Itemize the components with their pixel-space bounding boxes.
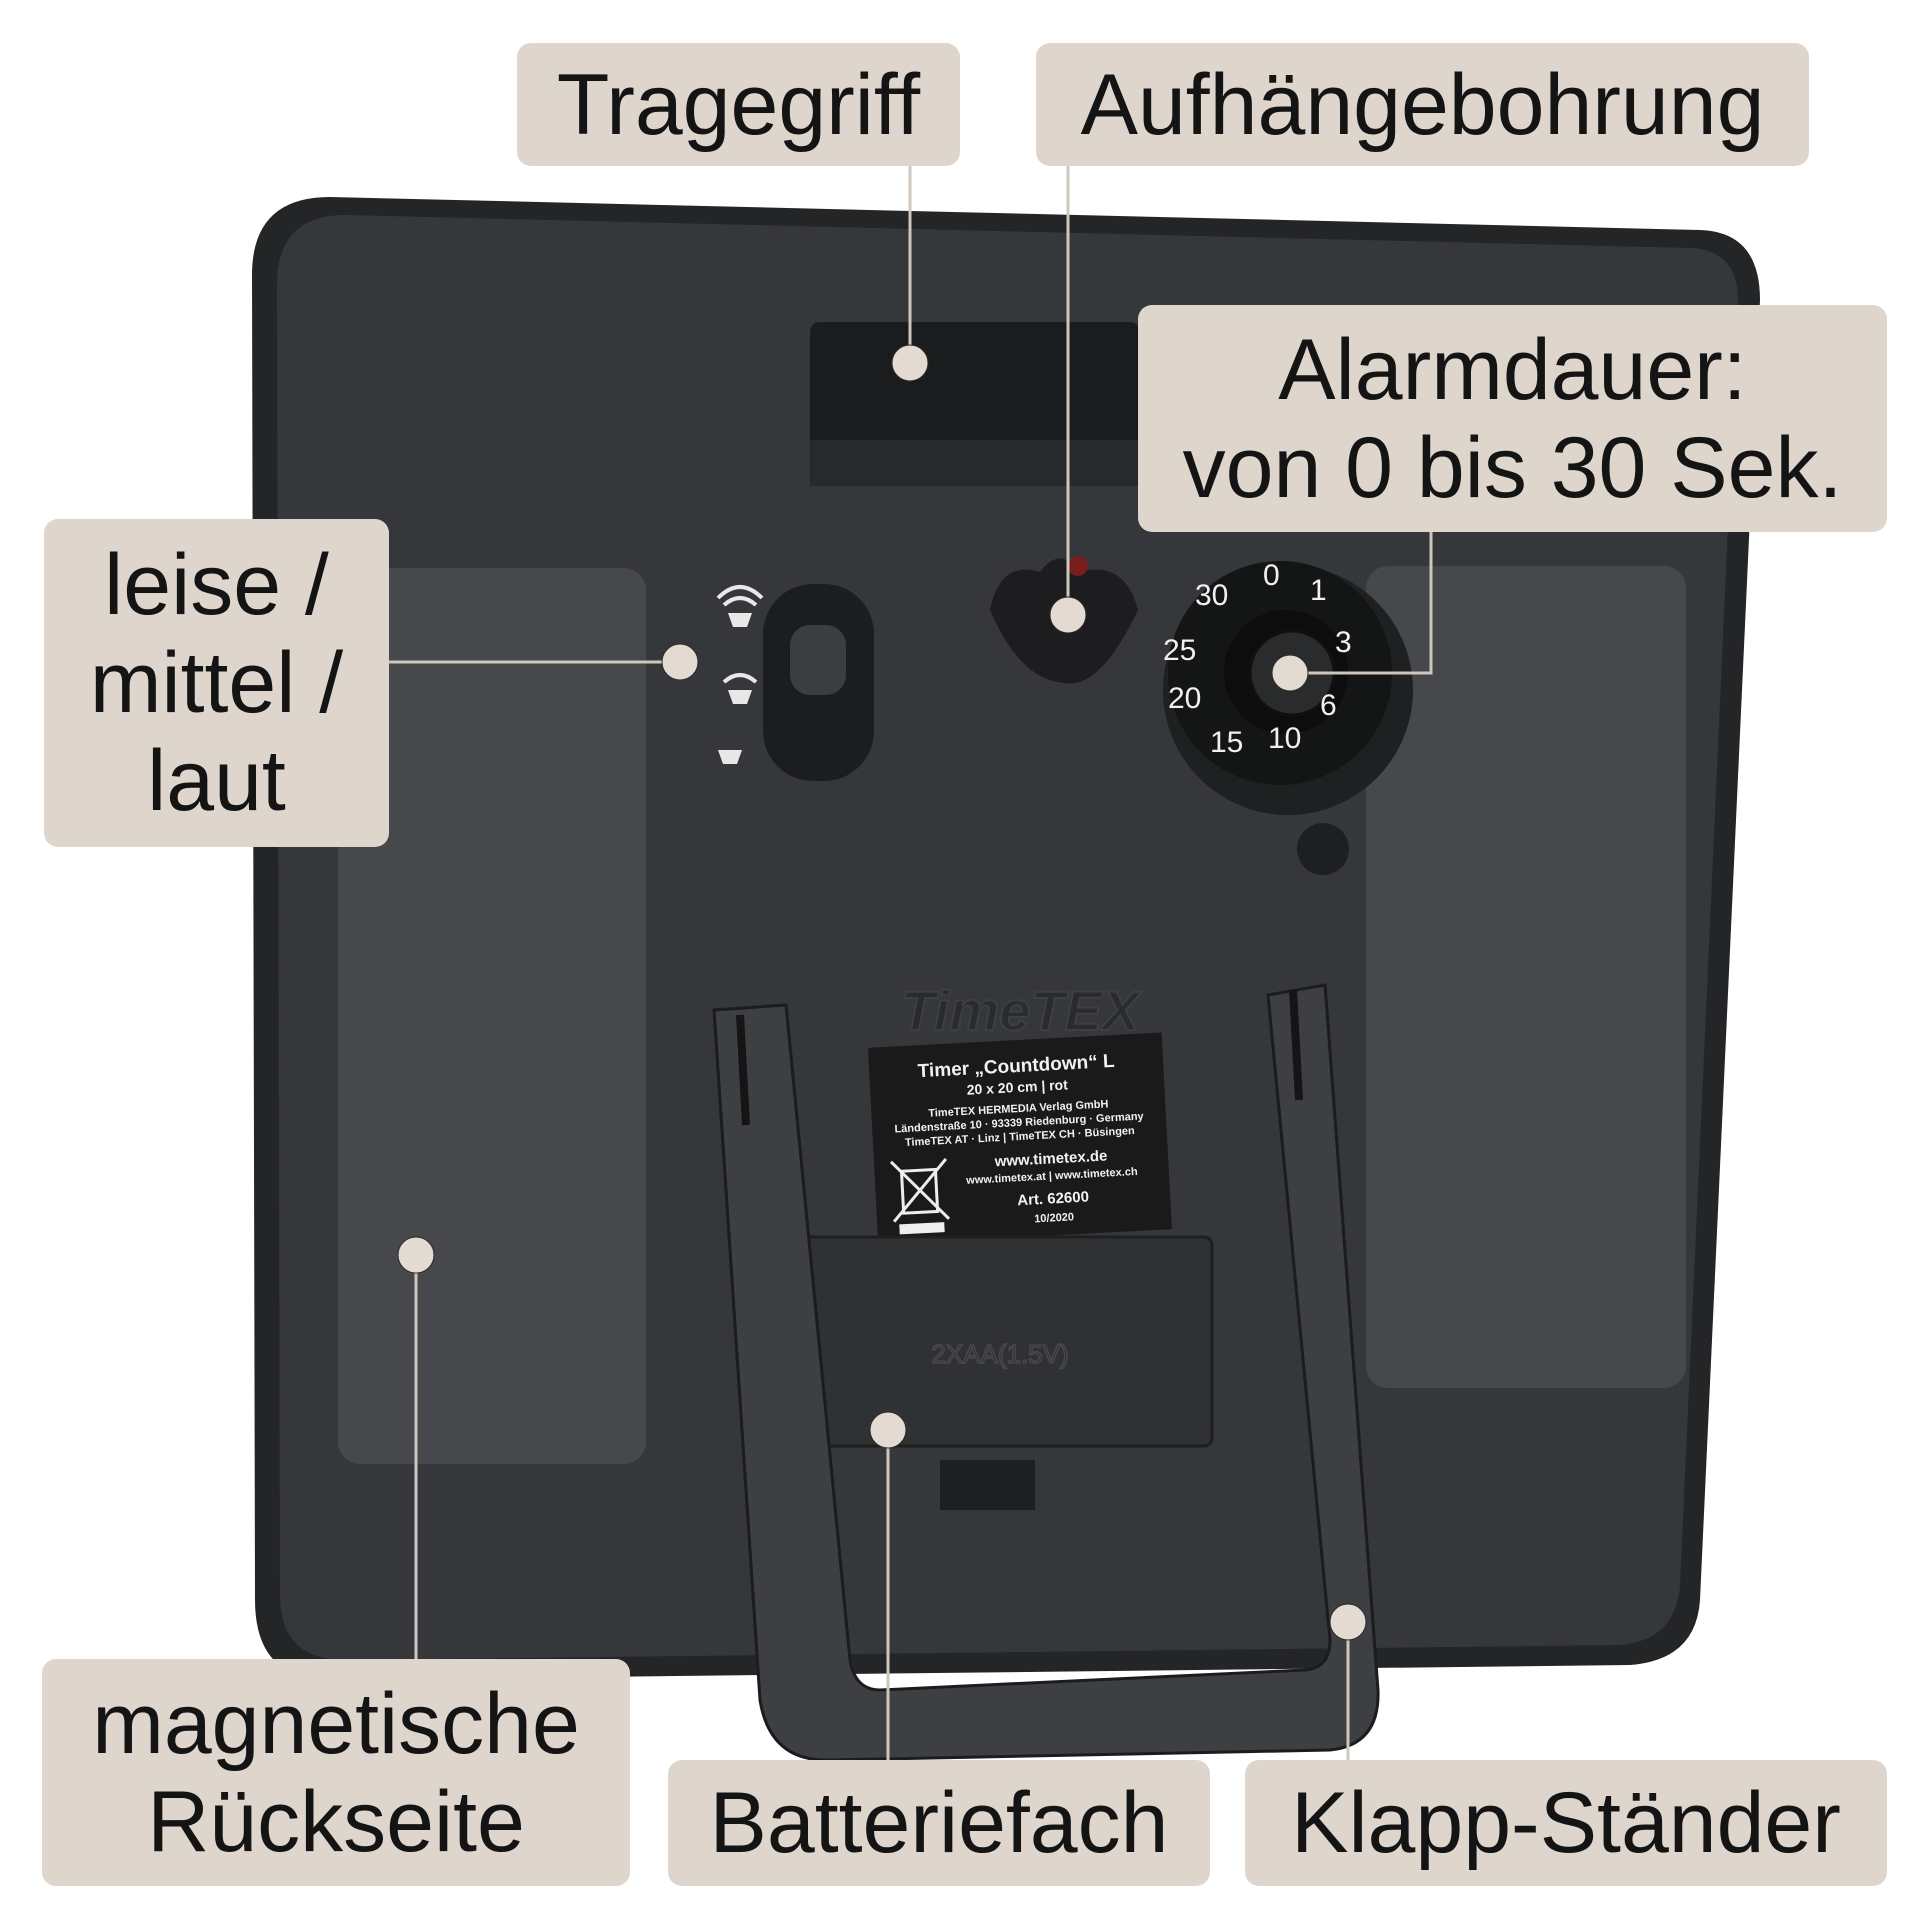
buzzer-hole bbox=[1297, 823, 1349, 875]
product-label: Timer „Countdown“ L 20 x 20 cm | rot Tim… bbox=[867, 1032, 1172, 1245]
dial-mark: 1 bbox=[1310, 574, 1327, 607]
callout-dot-battery bbox=[869, 1411, 907, 1449]
callout-dot-volume bbox=[661, 643, 699, 681]
svg-text:Art. 62600: Art. 62600 bbox=[1017, 1188, 1090, 1209]
callout-text: Alarmdauer: bbox=[1278, 321, 1747, 418]
callout-dot-handle bbox=[891, 344, 929, 382]
callout-text: Aufhängebohrung bbox=[1080, 56, 1765, 153]
callout-battery: Batteriefach bbox=[668, 1760, 1210, 1886]
medium-icon bbox=[728, 690, 752, 704]
svg-text:20 x 20 cm | rot: 20 x 20 cm | rot bbox=[966, 1076, 1068, 1097]
dial-mark: 15 bbox=[1210, 726, 1243, 759]
battery-latch bbox=[940, 1460, 1035, 1510]
dial-mark: 10 bbox=[1268, 722, 1301, 755]
callout-text: Rückseite bbox=[147, 1773, 525, 1870]
fold-out-stand bbox=[712, 983, 1380, 1762]
callout-text: magnetische bbox=[92, 1675, 580, 1772]
svg-text:www.timetex.de: www.timetex.de bbox=[993, 1147, 1108, 1170]
loud-icon bbox=[728, 613, 752, 627]
svg-text:10/2020: 10/2020 bbox=[1034, 1211, 1074, 1225]
dial-mark: 30 bbox=[1195, 579, 1228, 612]
callout-dots bbox=[397, 344, 1367, 1641]
callout-hanging-hole: Aufhängebohrung bbox=[1036, 43, 1809, 166]
callout-handle: Tragegriff bbox=[517, 43, 960, 166]
callout-alarm-duration: Alarmdauer:von 0 bis 30 Sek. bbox=[1138, 305, 1887, 532]
callout-text: Klapp-Ständer bbox=[1291, 1775, 1841, 1871]
leader-lines bbox=[389, 166, 1433, 1760]
callout-text: mittel / bbox=[89, 635, 344, 731]
callout-stand: Klapp-Ständer bbox=[1245, 1760, 1887, 1886]
dial-mark: 25 bbox=[1163, 634, 1196, 667]
brand-emboss: TimeTEX bbox=[901, 979, 1143, 1042]
callout-text: laut bbox=[147, 733, 286, 829]
callout-text: Batteriefach bbox=[709, 1775, 1169, 1871]
magnet-pad-right bbox=[1366, 566, 1686, 1388]
callout-dot-magnet bbox=[397, 1236, 435, 1274]
volume-slider-knob bbox=[790, 625, 846, 695]
callout-text: Tragegriff bbox=[556, 56, 921, 153]
weee-bin-icon bbox=[889, 1157, 951, 1223]
callout-dot-stand bbox=[1329, 1603, 1367, 1641]
callout-dot-hanging-hole bbox=[1049, 596, 1087, 634]
quiet-icon bbox=[718, 750, 742, 764]
volume-icons bbox=[716, 585, 764, 764]
callout-dot-dial bbox=[1271, 654, 1309, 692]
dial-mark: 6 bbox=[1320, 689, 1337, 722]
dial-mark: 3 bbox=[1335, 626, 1352, 659]
dial-mark: 20 bbox=[1168, 682, 1201, 715]
dial-mark: 0 bbox=[1263, 559, 1280, 592]
callout-text: von 0 bis 30 Sek. bbox=[1182, 419, 1843, 516]
battery-marking: 2XAA(1.5V) bbox=[931, 1339, 1068, 1369]
dial-marks: 0 1 3 6 10 15 20 25 30 bbox=[1163, 559, 1352, 759]
callout-text: leise / bbox=[104, 537, 329, 633]
callout-volume: leise /mittel /laut bbox=[44, 519, 389, 847]
